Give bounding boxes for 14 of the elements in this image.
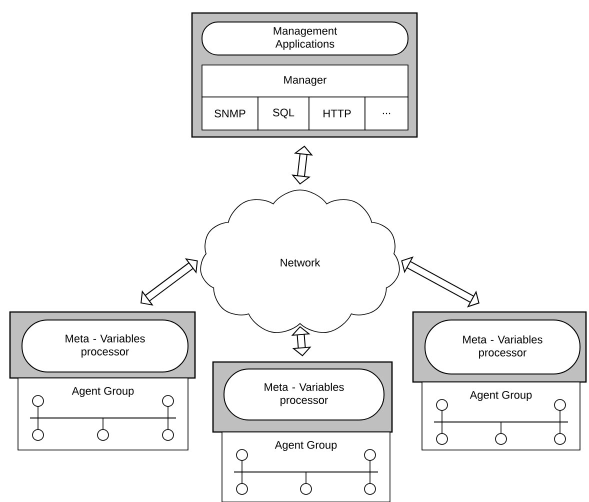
- network-cloud: Network: [200, 190, 400, 333]
- process-pill: Management Applications: [202, 22, 408, 56]
- process-pill: Meta - Variables processor: [22, 320, 188, 372]
- group-label: Agent Group: [72, 387, 134, 397]
- protocol-box: HTTP: [308, 96, 366, 130]
- process-pill: Meta - Variables processor: [424, 320, 580, 374]
- protocol-box: SQL: [258, 96, 310, 130]
- protocol-box: ...: [364, 96, 408, 130]
- group-label: Agent Group: [274, 441, 337, 451]
- double-arrow: [140, 258, 198, 306]
- protocol-box: SNMP: [202, 96, 258, 130]
- process-pill: Meta - Variables processor: [224, 368, 384, 420]
- group-label: Agent Group: [470, 391, 532, 401]
- double-arrow: [291, 326, 312, 356]
